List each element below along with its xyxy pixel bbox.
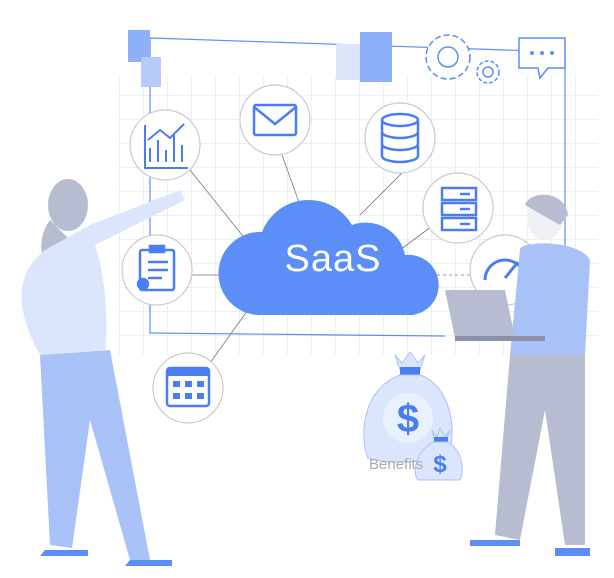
benefits-label: Benefits	[369, 456, 424, 473]
laptop-icon	[445, 290, 515, 338]
saas-cloud	[218, 199, 439, 315]
database-icon	[380, 112, 420, 164]
woman-figure	[21, 179, 185, 566]
line-chart-icon	[144, 123, 188, 169]
svg-text:$: $	[397, 397, 419, 441]
mail-icon	[252, 103, 298, 137]
gear-icon	[425, 34, 500, 84]
money-bag-large: $	[363, 351, 453, 463]
chat-bubble-icon	[518, 37, 566, 80]
man-figure	[445, 194, 590, 556]
cloud-label: SaaS	[284, 238, 382, 280]
money-bag-small: $	[414, 426, 463, 481]
clipboard-gear-icon	[136, 244, 176, 292]
server-icon	[440, 186, 478, 232]
calendar-icon	[165, 366, 211, 408]
svg-text:$: $	[433, 451, 447, 478]
